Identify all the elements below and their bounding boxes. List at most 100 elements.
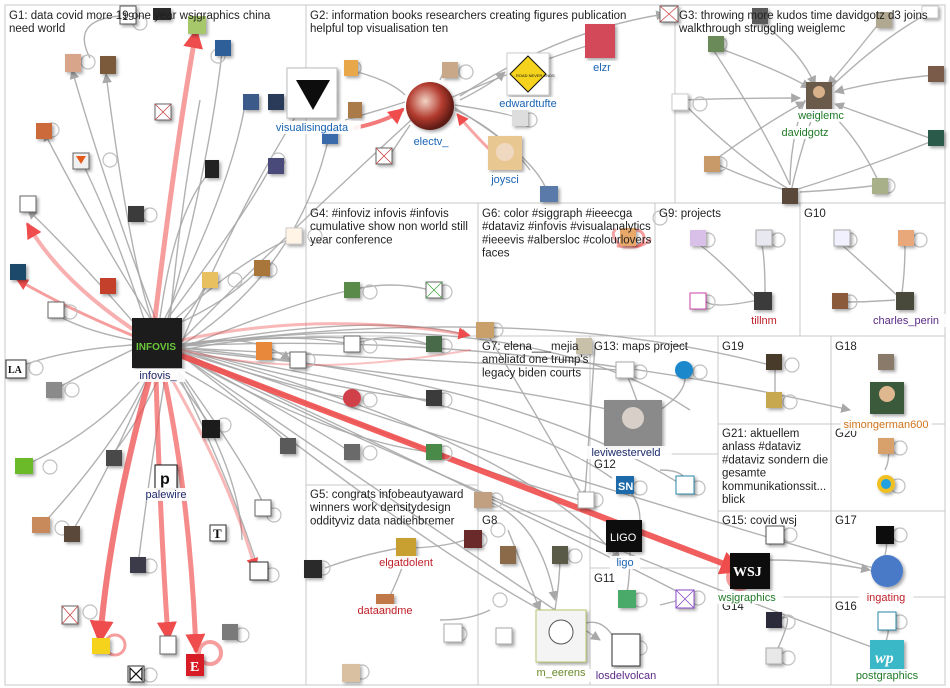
avatar-tile[interactable] — [426, 444, 442, 460]
avatar-tile[interactable] — [202, 420, 220, 438]
node-label-postgraphics[interactable]: postgraphics — [856, 670, 919, 682]
avatar-tile[interactable] — [540, 186, 558, 202]
avatar-tile[interactable] — [289, 351, 307, 369]
avatar-tile[interactable] — [443, 623, 463, 643]
avatar-tile[interactable] — [426, 336, 442, 352]
avatar-ligo[interactable] — [606, 520, 642, 552]
avatar-tile[interactable] — [343, 389, 361, 407]
node-label-weiglemc[interactable]: weiglemc — [797, 110, 844, 122]
avatar-tile[interactable] — [348, 102, 362, 118]
node-label-m-eerens[interactable]: m_eerens — [537, 667, 586, 679]
node-label-ingating[interactable]: ingating — [867, 592, 906, 604]
node-label-wsjgraphics[interactable]: wsjgraphics — [717, 592, 776, 604]
avatar-tile[interactable] — [202, 272, 218, 288]
avatar-tile[interactable] — [205, 160, 219, 178]
avatar-tile[interactable] — [765, 525, 785, 545]
avatar-tile[interactable] — [576, 338, 592, 354]
avatar-tile[interactable] — [344, 444, 360, 460]
avatar-elzr[interactable] — [585, 24, 615, 58]
node-label-elgatdolent[interactable]: elgatdolent — [379, 557, 433, 569]
avatar-infovis[interactable] — [132, 318, 182, 368]
avatar-tile[interactable] — [209, 524, 227, 542]
avatar-elgatdolent[interactable] — [396, 538, 416, 558]
avatar-tile[interactable] — [552, 546, 568, 564]
avatar-tile[interactable] — [620, 228, 636, 246]
avatar-tile[interactable] — [344, 282, 360, 298]
node-label-davidgotz[interactable]: davidgotz — [781, 127, 828, 139]
avatar-tile[interactable] — [285, 227, 303, 245]
avatar-tile[interactable] — [222, 624, 238, 640]
avatar-tile[interactable] — [877, 611, 897, 631]
avatar-electv[interactable] — [406, 82, 454, 130]
node-label-tillnm[interactable]: tillnm — [751, 315, 777, 327]
avatar-tile[interactable] — [512, 110, 528, 126]
avatar-tile[interactable] — [344, 60, 358, 76]
avatar-nodes[interactable]: 19 LA T — [5, 5, 944, 683]
avatar-tile[interactable] — [474, 492, 492, 508]
node-label-charles-perin[interactable]: charles_perin — [873, 315, 939, 327]
avatar-tile[interactable] — [476, 322, 494, 338]
node-label-infovis-[interactable]: infovis_ — [139, 370, 177, 382]
node-label-simongerman600[interactable]: simongerman600 — [844, 419, 929, 431]
node-label-leviwesterveld[interactable]: leviwesterveld — [591, 447, 660, 459]
avatar-tile[interactable] — [832, 293, 848, 309]
avatar-tile[interactable] — [36, 123, 52, 139]
avatar-tile[interactable] — [766, 354, 782, 370]
avatar-tile[interactable] — [898, 230, 914, 246]
avatar-tile[interactable] — [766, 612, 782, 628]
avatar-tile[interactable] — [106, 450, 122, 466]
avatar-tile[interactable] — [159, 635, 177, 655]
avatar-losdelvolcan[interactable] — [611, 633, 641, 667]
avatar-tile[interactable] — [442, 62, 458, 78]
avatar-tile[interactable] — [928, 66, 944, 82]
avatar-tile[interactable] — [186, 654, 204, 676]
avatar-tile[interactable] — [92, 638, 110, 654]
avatar-tile[interactable] — [268, 94, 284, 110]
avatar-tile[interactable] — [872, 178, 888, 194]
avatar-tile[interactable] — [766, 392, 782, 408]
avatar-tile[interactable] — [46, 382, 62, 398]
avatar-tile[interactable] — [65, 54, 81, 72]
avatar-tile[interactable] — [304, 560, 322, 578]
node-label-losdelvolcan[interactable]: losdelvolcan — [596, 670, 657, 682]
avatar-tile[interactable] — [495, 627, 513, 645]
avatar-tile[interactable] — [876, 12, 892, 28]
avatar-tile[interactable] — [15, 458, 33, 474]
avatar-tile[interactable] — [243, 94, 259, 110]
avatar-tile[interactable] — [249, 561, 269, 581]
avatar-tile[interactable] — [878, 438, 894, 454]
avatar-tile[interactable] — [47, 301, 65, 319]
avatar-tile[interactable] — [254, 499, 272, 517]
avatar-tile[interactable] — [782, 188, 798, 204]
avatar-tile[interactable] — [765, 647, 783, 665]
avatar-tile[interactable] — [5, 359, 27, 379]
avatar-tile[interactable] — [708, 36, 724, 52]
avatar-tile[interactable] — [342, 664, 360, 682]
avatar-tile[interactable] — [755, 229, 773, 247]
avatar-tile[interactable] — [10, 264, 26, 280]
avatar-tile[interactable] — [921, 5, 939, 19]
node-label-joysci[interactable]: joysci — [490, 174, 519, 186]
featured-nodes[interactable]: INFOVIS p ROAD NEVER ENDS — [132, 24, 615, 490]
avatar-tile[interactable] — [268, 158, 284, 174]
avatar-tile[interactable] — [675, 361, 693, 379]
avatar-tile[interactable] — [32, 517, 50, 533]
avatar-tillnm[interactable] — [754, 292, 772, 310]
avatar-tile[interactable] — [100, 56, 116, 74]
avatar-tile[interactable] — [577, 491, 595, 509]
avatar-charles-perin[interactable] — [896, 292, 914, 310]
avatar-tile[interactable] — [616, 476, 634, 494]
avatar-tile[interactable] — [280, 438, 296, 454]
node-label-elzr[interactable]: elzr — [593, 62, 611, 74]
node-label-edwardtufte[interactable]: edwardtufte — [499, 98, 556, 110]
avatar-postgraphics[interactable] — [870, 640, 904, 672]
node-label-visualisingdata[interactable]: visualisingdata — [276, 122, 349, 134]
avatar-tile[interactable] — [704, 156, 720, 172]
avatar-tile[interactable] — [343, 335, 361, 353]
avatar-tile[interactable] — [675, 475, 695, 495]
avatar-tile[interactable] — [100, 278, 116, 294]
avatar-tile[interactable] — [928, 130, 944, 146]
avatar-tile[interactable] — [752, 8, 768, 24]
avatar-tile[interactable] — [64, 526, 80, 542]
node-label-palewire[interactable]: palewire — [146, 489, 187, 501]
